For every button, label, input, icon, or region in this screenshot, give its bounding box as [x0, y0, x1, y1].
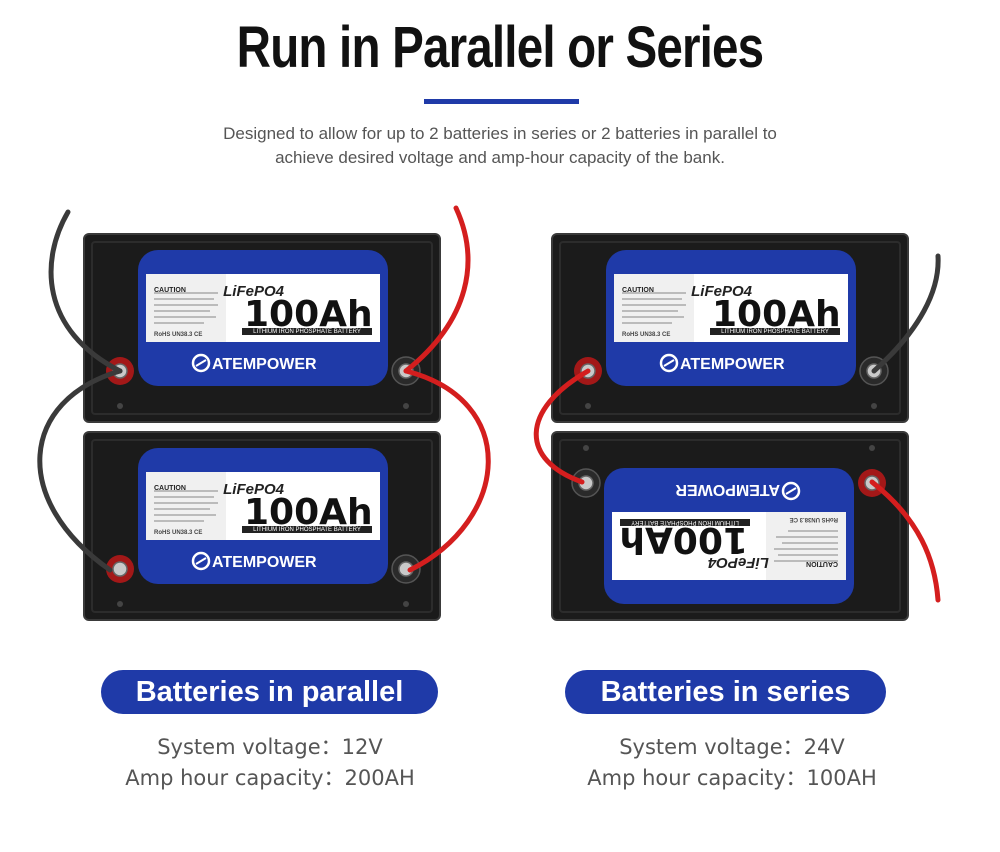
capacity-text: 100Ah: [244, 492, 373, 533]
chemistry-text: LiFePO4: [707, 554, 769, 571]
brand-text: ATEMPOWER: [675, 481, 780, 498]
parallel-cables: [37, 205, 491, 573]
series-specs: System voltage：24V Amp hour capacity：100…: [522, 732, 942, 794]
parallel-battery-bottom: CAUTION LiFePO4 100Ah LITHIUM IRON PHOSP…: [82, 430, 442, 622]
parallel-specs: System voltage：12V Amp hour capacity：200…: [60, 732, 480, 794]
parallel-capacity: Amp hour capacity：200AH: [125, 766, 415, 790]
cert-text: RoHS UN38.3 CE: [790, 516, 838, 522]
chemistry-full-text: LITHIUM IRON PHOSPHATE BATTERY: [253, 527, 361, 533]
brand-text: ATEMPOWER: [212, 554, 317, 571]
cert-text: RoHS UN38.3 CE: [622, 332, 670, 338]
subtitle-line-2: achieve desired voltage and amp-hour cap…: [275, 148, 725, 167]
series-battery-bottom-flipped: CAUTION LiFePO4 100Ah LITHIUM IRON PHOSP…: [550, 430, 910, 622]
caution-text: CAUTION: [622, 287, 654, 294]
chemistry-text: LiFePO4: [691, 283, 753, 300]
caution-text: CAUTION: [154, 287, 186, 294]
chemistry-text: LiFePO4: [223, 481, 285, 498]
series-capacity: Amp hour capacity：100AH: [587, 766, 877, 790]
parallel-voltage: System voltage：12V: [157, 735, 383, 759]
capacity-text: 100Ah: [244, 294, 373, 335]
cert-text: RoHS UN38.3 CE: [154, 332, 202, 338]
subtitle-line-1: Designed to allow for up to 2 batteries …: [223, 124, 777, 143]
page-subtitle: Designed to allow for up to 2 batteries …: [150, 122, 850, 170]
cert-text: RoHS UN38.3 CE: [154, 530, 202, 536]
capacity-text: 100Ah: [619, 519, 748, 560]
parallel-label: Batteries in parallel: [101, 670, 438, 714]
parallel-battery-top: CAUTION LiFePO4 100Ah LITHIUM IRON PHOSP…: [82, 232, 442, 424]
chemistry-full-text: LITHIUM IRON PHOSPHATE BATTERY: [631, 519, 739, 525]
chemistry-text: LiFePO4: [223, 283, 285, 300]
chemistry-full-text: LITHIUM IRON PHOSPHATE BATTERY: [253, 329, 361, 335]
caution-text: CAUTION: [806, 560, 838, 567]
brand-text: ATEMPOWER: [680, 356, 785, 373]
chemistry-full-text: LITHIUM IRON PHOSPHATE BATTERY: [721, 329, 829, 335]
series-voltage: System voltage：24V: [619, 735, 845, 759]
caution-text: CAUTION: [154, 485, 186, 492]
brand-text: ATEMPOWER: [212, 356, 317, 373]
series-cables: [533, 253, 941, 603]
capacity-text: 100Ah: [712, 294, 841, 335]
title-underline: [424, 99, 579, 104]
series-battery-top: CAUTION LiFePO4 100Ah LITHIUM IRON PHOSP…: [550, 232, 910, 424]
page-title: Run in Parallel or Series: [236, 15, 764, 80]
series-label: Batteries in series: [565, 670, 886, 714]
